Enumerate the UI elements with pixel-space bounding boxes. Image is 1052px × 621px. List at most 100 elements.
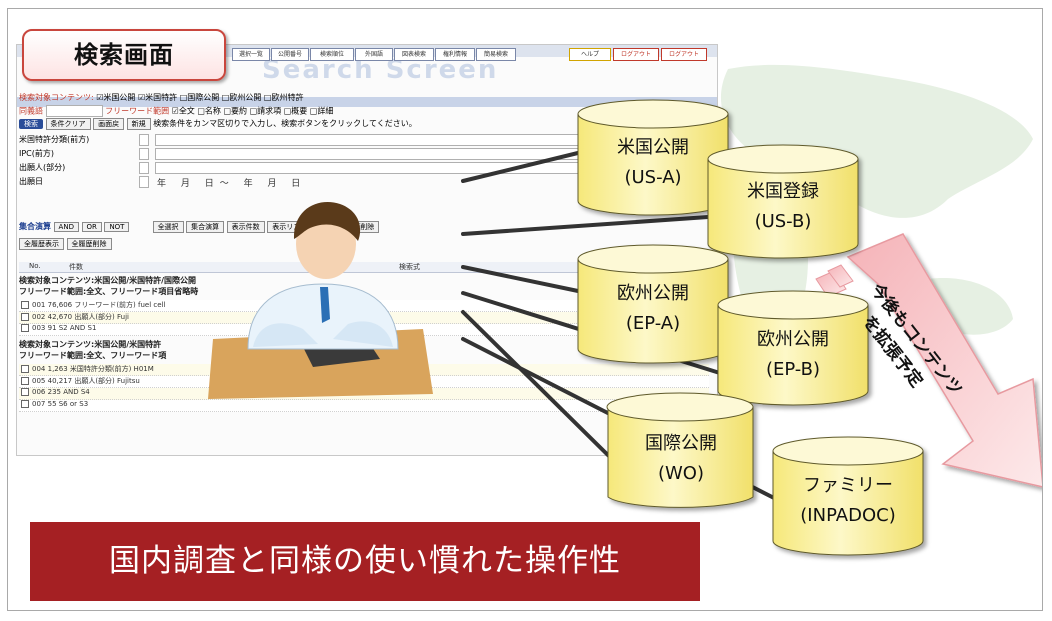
content-check[interactable]: □国際公開 — [179, 93, 220, 102]
ops-line: 集合演算 AND OR NOT 全選択 集合演算 表示件数 表示リスト 履歴 履… — [19, 221, 380, 233]
row-checkbox[interactable] — [21, 313, 29, 321]
row-checkbox[interactable] — [21, 324, 29, 332]
row-checkbox[interactable] — [21, 365, 29, 373]
tie-shape — [320, 287, 330, 323]
row-no: 005 — [32, 377, 46, 385]
database-cylinder-us-b — [707, 144, 859, 259]
freeword-check[interactable]: ☑全文 — [171, 106, 195, 116]
synonym-select[interactable] — [45, 105, 103, 117]
expansion-arrow — [846, 233, 1042, 488]
freeword-check[interactable]: □名称 — [197, 106, 221, 116]
select-arrow[interactable] — [139, 176, 149, 188]
row-checkbox[interactable] — [21, 400, 29, 408]
toolbar-button[interactable]: 図表検索 — [394, 48, 434, 61]
screen-header-band — [17, 97, 717, 107]
hint-text: 検索条件をカンマ区切りで入力し、検索ボタンをクリックしてください。 — [153, 119, 417, 128]
row-checkbox[interactable] — [21, 377, 29, 385]
content-check[interactable]: □欧州公開 — [221, 93, 262, 102]
freeword-check[interactable]: □要約 — [223, 106, 248, 116]
database-cylinder-us-a — [577, 99, 729, 216]
db-label-inpadoc: ファミリー (INPADOC) — [778, 471, 918, 531]
toolbar-button[interactable]: 権利情報 — [435, 48, 475, 61]
database-diagram — [461, 99, 1042, 556]
row-text: 55 S6 or S3 — [47, 400, 89, 408]
row-checkbox[interactable] — [21, 301, 29, 309]
help-button[interactable]: ヘルプ — [569, 48, 611, 61]
history-buttons: 全履歴表示 全履歴削除 — [19, 238, 112, 250]
row-no: 003 — [32, 324, 46, 332]
history-table-header: No. 件数 検索式 — [19, 262, 709, 273]
toolbar-button[interactable]: 公開番号 — [271, 48, 309, 61]
new-button[interactable]: 新規 — [126, 118, 151, 130]
slide-frame: Search Screen 選択一覧 公開番号 検索順位 外国語 図表検索 権利… — [7, 8, 1043, 611]
logout-button[interactable]: ログアウト — [661, 48, 707, 61]
content-check[interactable]: ☑米国特許 — [137, 93, 178, 102]
row-text: 42,670 出願人(部分) Fuji — [47, 313, 129, 321]
select-arrow[interactable] — [139, 148, 149, 160]
select-row-label: IPC(前方) — [19, 149, 55, 158]
row-text: 76,606 フリーワード(前方) fuel cell — [47, 301, 166, 309]
db-code: (US-B) — [754, 211, 812, 232]
database-cylinder-ep-b — [717, 290, 869, 406]
row-text: 1,263 米国特許分類(前方) H01M — [47, 365, 154, 373]
select-row-label: 出願日 — [19, 177, 43, 186]
db-name: 欧州公開 — [617, 283, 689, 304]
ops-extra-button[interactable]: 全選択 — [152, 221, 184, 233]
db-code: (WO) — [657, 463, 704, 484]
arrow-stripe — [827, 264, 854, 288]
freeword-check[interactable]: □概要 — [283, 106, 308, 116]
ops-extra-button[interactable]: 集合演算 — [186, 221, 225, 233]
row-no: 001 — [32, 301, 46, 309]
col-no: No. — [29, 262, 41, 270]
search-button[interactable]: 検索 — [19, 119, 43, 129]
arrow-stripe — [815, 270, 847, 298]
row-no: 002 — [32, 313, 46, 321]
db-code: (US-A) — [624, 167, 682, 188]
db-code: (EP-A) — [625, 313, 681, 334]
db-label-ep-b: 欧州公開 (EP-B) — [723, 325, 863, 385]
arm-shape — [253, 323, 318, 347]
and-button[interactable]: AND — [53, 222, 79, 232]
toolbar-button[interactable]: ログアウト — [613, 48, 659, 61]
toolbar-button[interactable]: 簡易検索 — [476, 48, 516, 61]
toolbar-button[interactable]: 検索順位 — [310, 48, 354, 61]
freeword-check[interactable]: □請求項 — [249, 106, 282, 116]
back-button[interactable]: 画面戻 — [93, 118, 125, 130]
toolbar-button[interactable]: 外国語 — [355, 48, 393, 61]
not-button[interactable]: NOT — [104, 222, 130, 232]
select-arrow[interactable] — [139, 162, 149, 174]
ops-extra-button[interactable]: 表示件数 — [226, 221, 265, 233]
row-no: 007 — [32, 400, 46, 408]
show-history-button[interactable]: 全履歴表示 — [19, 238, 64, 250]
db-name: ファミリー — [803, 475, 893, 496]
db-name: 米国登録 — [747, 181, 819, 202]
connector-line — [461, 265, 580, 293]
date-range: 年 月 日～ 年 月 日 — [157, 179, 307, 189]
database-cylinder-wo — [606, 392, 754, 508]
db-name: 国際公開 — [645, 433, 717, 454]
arm-shape — [333, 321, 393, 347]
row-checkbox[interactable] — [21, 388, 29, 396]
delete-history-button[interactable]: 全履歴削除 — [66, 238, 112, 250]
content-line: 検索対象コンテンツ: ☑米国公開 ☑米国特許 □国際公開 □欧州公開 □欧州特許 — [19, 92, 303, 103]
buttons-line: 検索 条件クリア 画面戻 新規 検索条件をカンマ区切りで入力し、検索ボタンをクリ… — [19, 118, 417, 130]
toolbar-button[interactable]: 選択一覧 — [232, 48, 270, 61]
table-row[interactable]: 007 55 S6 or S3 — [19, 400, 709, 412]
connector-line — [461, 310, 622, 469]
content-check[interactable]: □欧州特許 — [263, 93, 304, 102]
row-text: 235 AND S4 — [47, 388, 90, 396]
or-button[interactable]: OR — [81, 222, 102, 232]
db-label-wo: 国際公開 (WO) — [611, 429, 751, 489]
select-arrow[interactable] — [139, 134, 149, 146]
content-check[interactable]: ☑米国公開 — [96, 93, 136, 102]
search-screen-label: 検索画面 — [22, 29, 226, 81]
database-cylinder-ep-a — [577, 244, 729, 364]
clear-button[interactable]: 条件クリア — [45, 118, 91, 130]
database-cylinder-inpadoc — [772, 436, 924, 556]
select-row-label: 米国特許分類(前方) — [19, 135, 90, 144]
db-code: (EP-B) — [765, 359, 821, 380]
row-text: 91 S2 AND S1 — [47, 324, 97, 332]
hair-shape — [293, 202, 361, 241]
col-query: 検索式 — [399, 263, 420, 271]
freeword-check[interactable]: □詳細 — [309, 106, 334, 116]
